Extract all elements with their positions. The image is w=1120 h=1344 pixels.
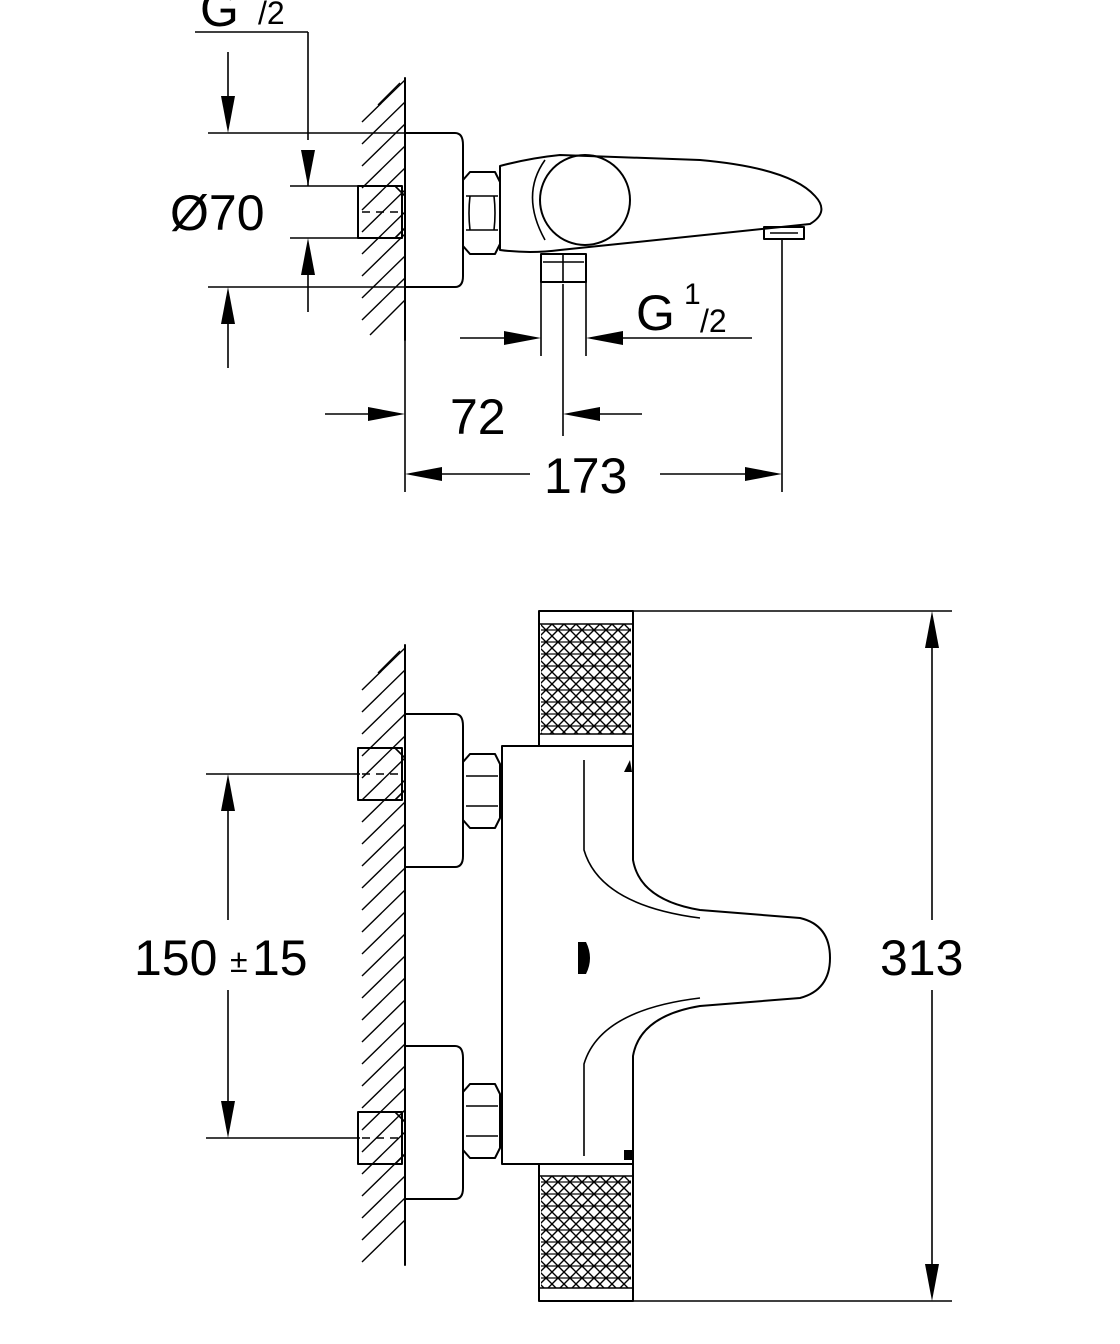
spout-outlet [763,226,805,240]
thread-outlet-main: G [636,285,675,341]
thread-label-top: G /2 [195,0,315,186]
dim-150-tolerance-sign: ± [230,943,248,979]
thread-outlet-num: 1 [684,278,701,311]
thread-label-outlet: G 1 /2 [460,278,752,345]
dim-150-tolerance: 15 [252,930,308,986]
dim-72: 72 [450,389,506,445]
diameter-dimension: Ø70 [170,52,405,368]
diameter-label: Ø70 [170,185,265,241]
wall-hatching-front [361,644,406,1266]
mixer-body-side [499,154,823,253]
wall-pipe-stub [357,185,406,239]
wall-hatching-top [361,77,406,341]
inlet-spacing-dimension: 150 ± 15 [134,773,360,1139]
lower-inlet [357,1045,501,1200]
total-depth-dimension: 173 [405,238,783,504]
hex-nut-top [462,171,501,255]
dim-313: 313 [880,930,963,986]
dim-150: 150 [134,930,217,986]
outlet-offset-dimension: 72 [325,284,642,492]
front-view: 150 ± 15 313 [134,610,963,1302]
lower-handle-knurled [538,1163,634,1302]
outlet-connector [540,253,587,356]
thread-outlet-den: /2 [700,303,727,339]
upper-handle-knurled [538,610,634,747]
upper-inlet [357,713,501,868]
logo-mark [578,942,590,974]
thread-top-fraction: /2 [258,0,285,31]
height-dimension: 313 [633,610,963,1302]
dim-173: 173 [544,448,627,504]
mixer-body-front [501,745,831,1165]
side-view: G /2 Ø70 G 1 [170,0,823,504]
wall-rosette [404,132,464,288]
thread-top-main: G [200,0,239,37]
